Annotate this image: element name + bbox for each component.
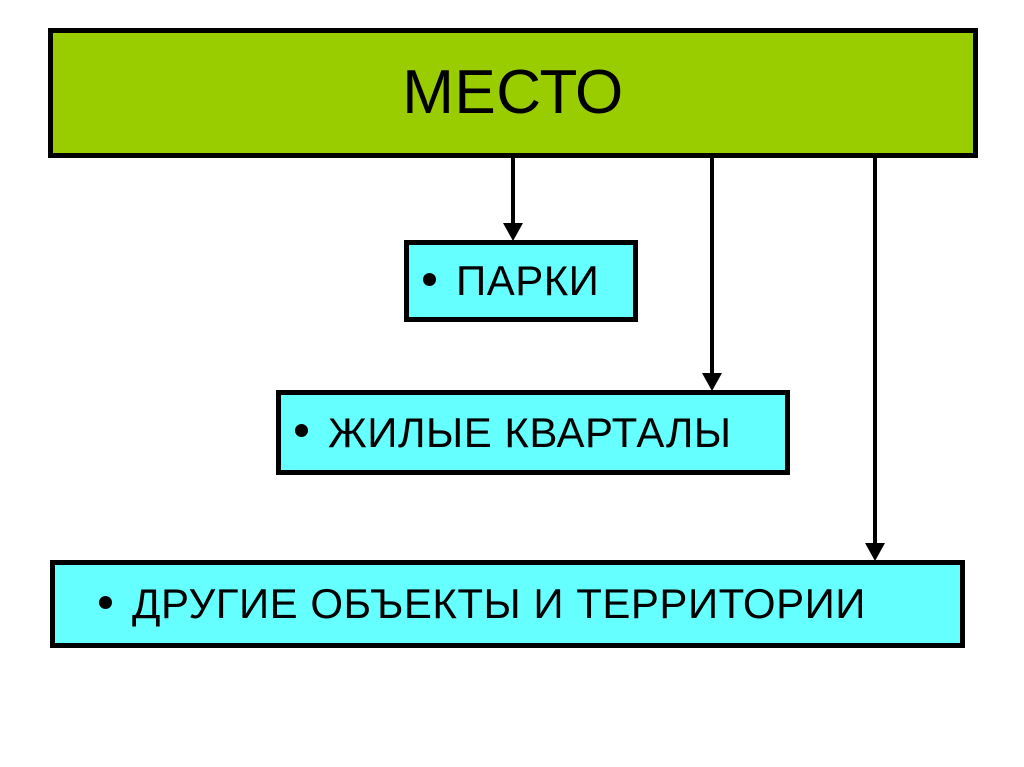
arrow-head-icon <box>503 223 523 241</box>
node-residential-label: ЖИЛЫЕ КВАРТАЛЫ <box>328 408 732 456</box>
node-parks-label: ПАРКИ <box>456 257 600 304</box>
bullet-icon <box>99 595 112 609</box>
bullet-icon <box>295 424 308 437</box>
arrow-head-icon <box>702 373 722 391</box>
arrow-head-icon <box>865 543 885 561</box>
node-other-objects[interactable]: ДРУГИЕ ОБЪЕКТЫ И ТЕРРИТОРИИ <box>50 560 965 648</box>
arrow-stem <box>710 155 714 377</box>
node-residential-quarters[interactable]: ЖИЛЫЕ КВАРТАЛЫ <box>276 390 790 475</box>
bullet-icon <box>423 272 436 286</box>
node-parks[interactable]: ПАРКИ <box>404 240 638 322</box>
arrow-stem <box>511 155 515 227</box>
node-other-label: ДРУГИЕ ОБЪЕКТЫ И ТЕРРИТОРИИ <box>132 580 866 627</box>
arrow-stem <box>873 155 877 547</box>
node-root-label: МЕСТО <box>402 58 624 127</box>
node-root-mesto[interactable]: МЕСТО <box>48 28 978 158</box>
